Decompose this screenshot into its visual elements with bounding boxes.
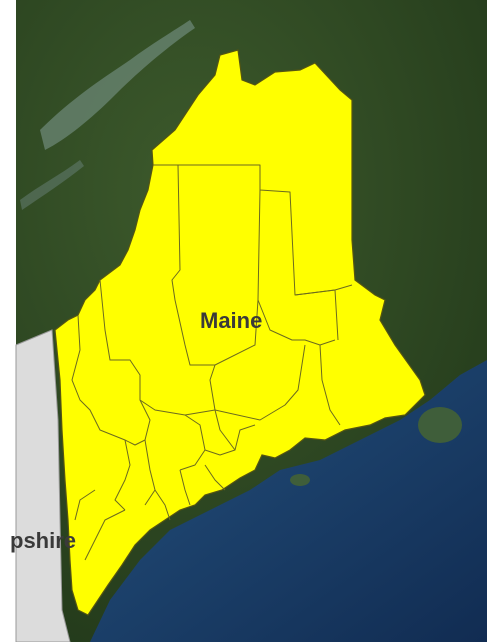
county-boundaries <box>71 164 353 561</box>
ocean-area <box>90 360 487 642</box>
island <box>290 474 310 486</box>
maine-region[interactable] <box>54 49 426 616</box>
river-feature <box>20 160 84 210</box>
left-margin <box>0 0 16 642</box>
neighbor-state-area <box>15 329 71 642</box>
state-label-new-hampshire: pshire <box>10 528 76 553</box>
island <box>418 407 462 443</box>
state-label-maine: Maine <box>200 308 262 333</box>
lake-feature <box>40 20 195 150</box>
